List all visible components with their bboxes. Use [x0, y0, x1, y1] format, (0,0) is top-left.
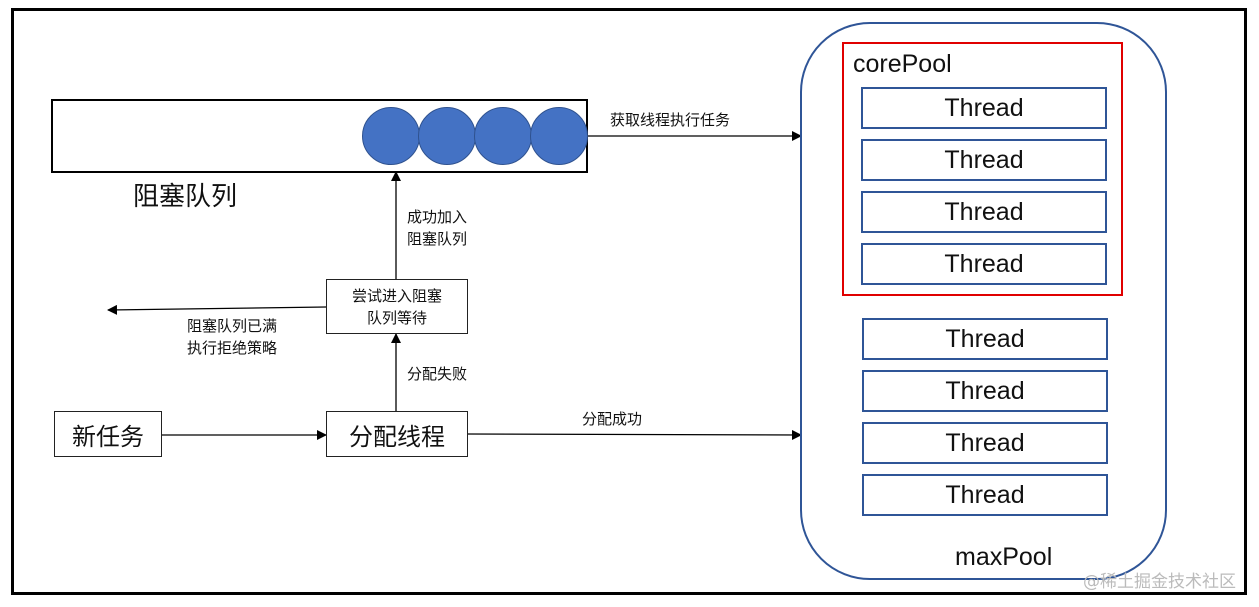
core-thread: Thread [861, 243, 1107, 285]
extra-thread: Thread [862, 318, 1108, 360]
node-new-task: 新任务 [54, 411, 162, 457]
extra-thread: Thread [862, 370, 1108, 412]
core-thread: Thread [861, 139, 1107, 181]
extra-thread: Thread [862, 474, 1108, 516]
core-pool-label: corePool [853, 50, 952, 78]
label-fetch-task: 获取线程执行任务 [610, 111, 731, 129]
max-pool [800, 22, 1167, 580]
queue-item [418, 107, 476, 165]
arrow-reject [107, 304, 327, 315]
core-thread: Thread [861, 191, 1107, 233]
label-allocate-failed: 分配失败 [407, 365, 468, 383]
queue-item [530, 107, 588, 165]
label-queue-full-reject: 阻塞队列已满 执行拒绝策略 [187, 317, 278, 357]
node-try-queue: 尝试进入阻塞 队列等待 [326, 279, 468, 334]
label-allocate-success: 分配成功 [582, 410, 643, 428]
core-pool [842, 42, 1123, 296]
watermark: @稀土掘金技术社区 [1083, 572, 1236, 592]
queue-item [362, 107, 420, 165]
max-pool-label: maxPool [955, 543, 1053, 571]
core-thread: Thread [861, 87, 1107, 129]
extra-thread: Thread [862, 422, 1108, 464]
node-allocate-thread: 分配线程 [326, 411, 468, 457]
label-join-queue-success: 成功加入 阻塞队列 [407, 208, 468, 248]
queue-title: 阻塞队列 [133, 182, 238, 212]
arrow-allocate-success [466, 429, 802, 440]
queue-item [474, 107, 532, 165]
diagram-frame [11, 8, 1247, 595]
